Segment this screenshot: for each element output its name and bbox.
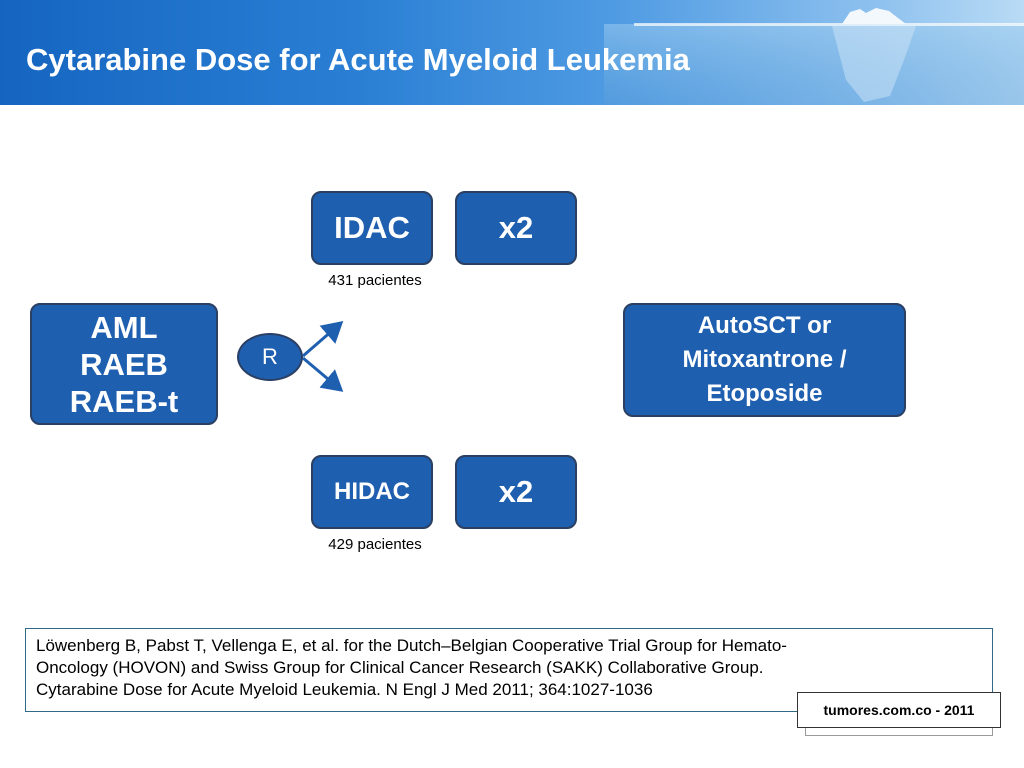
arrow-to-idac [302,321,344,358]
watermark-text: tumores.com.co - 2011 [823,702,975,718]
source-watermark: tumores.com.co - 2011 [797,692,1001,728]
hidac-patient-count: 429 pacientes [328,536,422,553]
hidac-label: HIDAC [334,478,410,505]
idac-patient-count: 431 pacientes [328,272,422,289]
idac-label: IDAC [334,210,410,245]
slide-title: Cytarabine Dose for Acute Myeloid Leukem… [26,42,690,77]
randomization-node: R [237,333,303,381]
hidac-arm-box: HIDAC [311,455,433,529]
consolidation-outcome-box: AutoSCT or Mitoxantrone / Etoposide [623,303,906,417]
population-line-aml: AML [90,309,158,345]
hidac-cycles-label: x2 [498,474,534,509]
idac-cycles-box: x2 [455,191,577,265]
idac-cycles-label: x2 [498,210,534,245]
patient-population-box: AML RAEB RAEB-t [30,303,218,425]
citation-line-2: Oncology (HOVON) and Swiss Group for Cli… [36,658,764,677]
citation-line-3: Cytarabine Dose for Acute Myeloid Leukem… [36,680,653,699]
population-line-raeb: RAEB [80,346,168,382]
arrow-to-hidac [302,356,344,392]
iceberg-decoration-icon [604,8,1024,105]
citation-line-1: Löwenberg B, Pabst T, Vellenga E, et al.… [36,636,787,655]
outcome-line-autosct: AutoSCT or [697,312,832,339]
idac-arm-box: IDAC [311,191,433,265]
slide-header: Cytarabine Dose for Acute Myeloid Leukem… [0,0,1024,105]
outcome-line-etoposide: Etoposide [706,380,823,407]
hidac-cycles-box: x2 [455,455,577,529]
population-line-raeb-t: RAEB-t [69,383,179,419]
outcome-line-mitoxantrone: Mitoxantrone / [682,346,847,373]
randomization-label: R [262,344,278,369]
